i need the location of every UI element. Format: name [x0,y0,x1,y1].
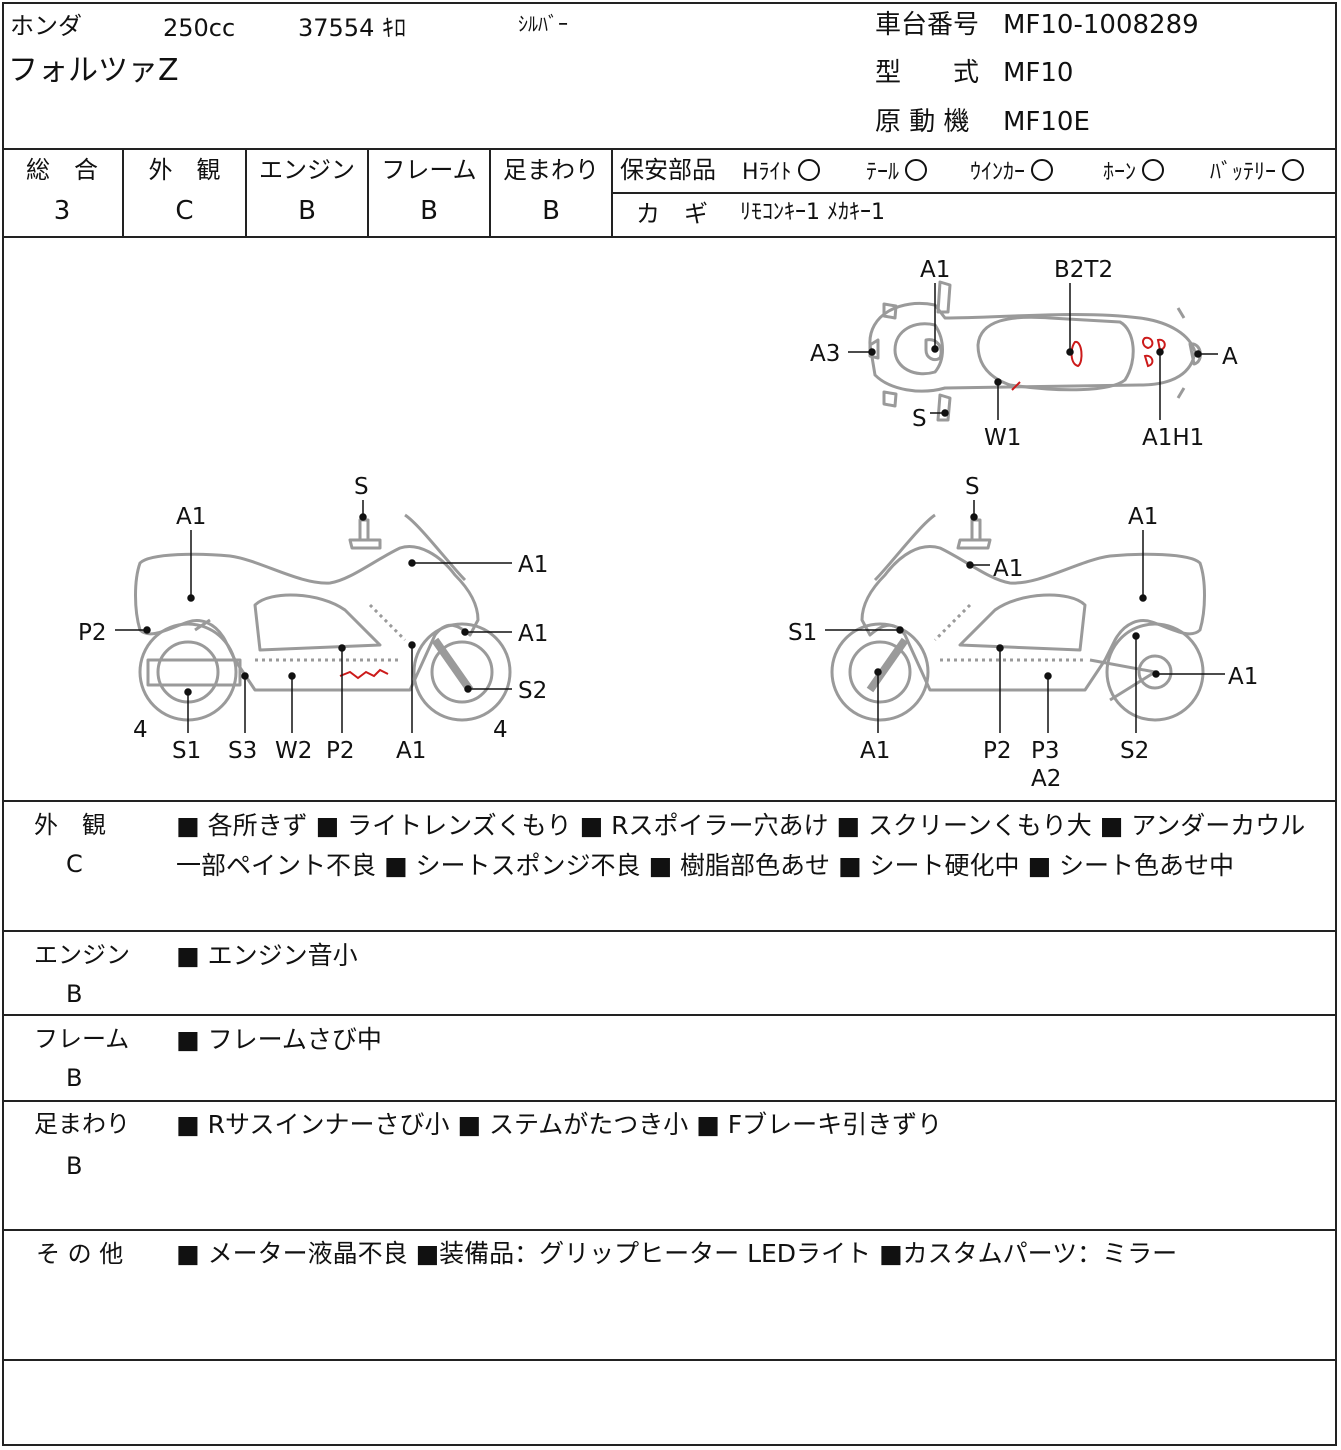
svg-text:S3: S3 [228,738,257,764]
svg-text:A1: A1 [176,504,206,530]
svg-text:S: S [965,474,980,500]
key-value: ﾘﾓｺﾝｷｰ1 ﾒｶｷｰ1 [740,200,885,225]
svg-text:S2: S2 [518,678,547,704]
svg-text:A1: A1 [396,738,426,764]
grade-value-suspension: B [542,196,560,226]
mileage: 37554 ｷﾛ [298,14,406,42]
divider [2,1229,1337,1231]
section-notes: ■ フレームさび中 [176,1025,382,1054]
ok-circle-icon [1142,159,1165,181]
svg-text:A1: A1 [920,257,950,283]
grade-label-frame: フレーム [381,156,477,184]
svg-text:S1: S1 [172,738,201,764]
svg-text:A: A [1222,344,1238,370]
engine-value: MF10E [1003,107,1090,137]
leader-lines [115,283,1225,733]
svg-text:4: 4 [493,717,508,743]
ok-circle-icon [1031,159,1054,181]
safety-parts: 保安部品 [620,158,716,182]
model-name: フォルツァZ [8,53,179,88]
damage-marks [339,336,1166,680]
svg-text:4: 4 [133,717,148,743]
safety-item-horn: ﾎｰﾝ [1103,159,1165,184]
safety-item-battery: ﾊﾞｯﾃﾘｰ [1210,159,1305,184]
svg-text:S: S [912,406,927,432]
divider [2,800,1337,802]
top-view-scooter [868,280,1202,422]
svg-text:W1: W1 [984,425,1021,451]
safety-item-winker: ｳｲﾝｶｰ [970,159,1054,184]
damage-diagram: A1 B2T2 A3 A S W1 A1H1 S A1 A1 P2 A1 S2 … [78,257,1258,792]
svg-text:B2T2: B2T2 [1054,257,1113,283]
frame-no-value: MF10-1008289 [1003,10,1199,40]
grade-value-overall: 3 [53,196,71,226]
left-side-scooter [134,513,512,722]
section-grade: C [66,850,83,878]
divider [2,148,1337,150]
grade-label-engine: エンジン [259,156,355,184]
section-notes: ■ 各所きず ■ ライトレンズくもり ■ Rスポイラー穴あけ ■ スクリーンくも… [176,811,1306,880]
section-grade: B [66,1152,83,1180]
right-side-scooter [830,513,1206,722]
divider [2,930,1337,932]
section-grade: B [66,1064,83,1092]
divider [2,1359,1337,1361]
engine-label: 原 動 機 [875,107,970,137]
frame-no-label: 車台番号 [875,10,980,40]
type-value: MF10 [1003,58,1074,88]
grade-value-engine: B [298,196,316,226]
safety-item-headlight: Hﾗｲﾄ [742,159,820,184]
svg-text:A1H1: A1H1 [1142,425,1204,451]
svg-text:S: S [354,474,369,500]
color: ｼﾙﾊﾞｰ [518,12,568,36]
svg-text:P2: P2 [78,620,107,646]
safety-item-tail: ﾃｰﾙ [866,159,928,184]
divider [2,1100,1337,1102]
type-label: 型 式 [875,58,980,88]
divider [2,236,1337,238]
ok-circle-icon [905,159,928,181]
grade-label-overall: 総 合 [26,156,98,184]
section-grade: B [66,980,83,1008]
safety-label: 保安部品 [620,156,716,184]
section-label: 足まわり [34,1110,130,1138]
svg-text:A1: A1 [1228,664,1258,690]
maker: ホンダ [10,12,82,40]
section-label: エンジン [34,941,130,969]
svg-text:A3: A3 [810,341,840,367]
key-label: カ ギ [636,200,708,228]
svg-text:W2: W2 [275,738,312,764]
svg-text:S2: S2 [1120,738,1149,764]
svg-text:P2: P2 [983,738,1012,764]
section-label: フレーム [34,1025,130,1053]
ok-circle-icon [1282,159,1305,181]
section-notes: ■ Rサスインナーさび小 ■ ステムがたつき小 ■ Fブレーキ引きずり [176,1110,943,1139]
grade-value-frame: B [420,196,438,226]
section-label: そ の 他 [36,1240,124,1268]
ok-circle-icon [797,159,820,181]
svg-text:A1: A1 [518,621,548,647]
grade-value-exterior: C [175,196,194,226]
svg-text:A1: A1 [993,556,1023,582]
svg-text:A1: A1 [860,738,890,764]
diagram-labels: A1 B2T2 A3 A S W1 A1H1 S A1 A1 P2 A1 S2 … [78,257,1258,792]
divider [2,1014,1337,1016]
svg-text:A2: A2 [1031,766,1061,792]
section-notes: ■ エンジン音小 [176,941,358,970]
svg-text:P3: P3 [1031,738,1060,764]
displacement: 250cc [163,14,236,42]
section-label: 外 観 [34,811,106,839]
grade-label-exterior: 外 観 [148,156,221,184]
svg-text:A1: A1 [518,552,548,578]
svg-text:A1: A1 [1128,504,1158,530]
grade-label-suspension: 足まわり [503,156,599,184]
svg-text:S1: S1 [788,620,817,646]
section-notes: ■ メーター液晶不良 ■装備品：グリップヒーター LEDライト ■カスタムパーツ… [176,1239,1178,1268]
svg-text:P2: P2 [326,738,355,764]
